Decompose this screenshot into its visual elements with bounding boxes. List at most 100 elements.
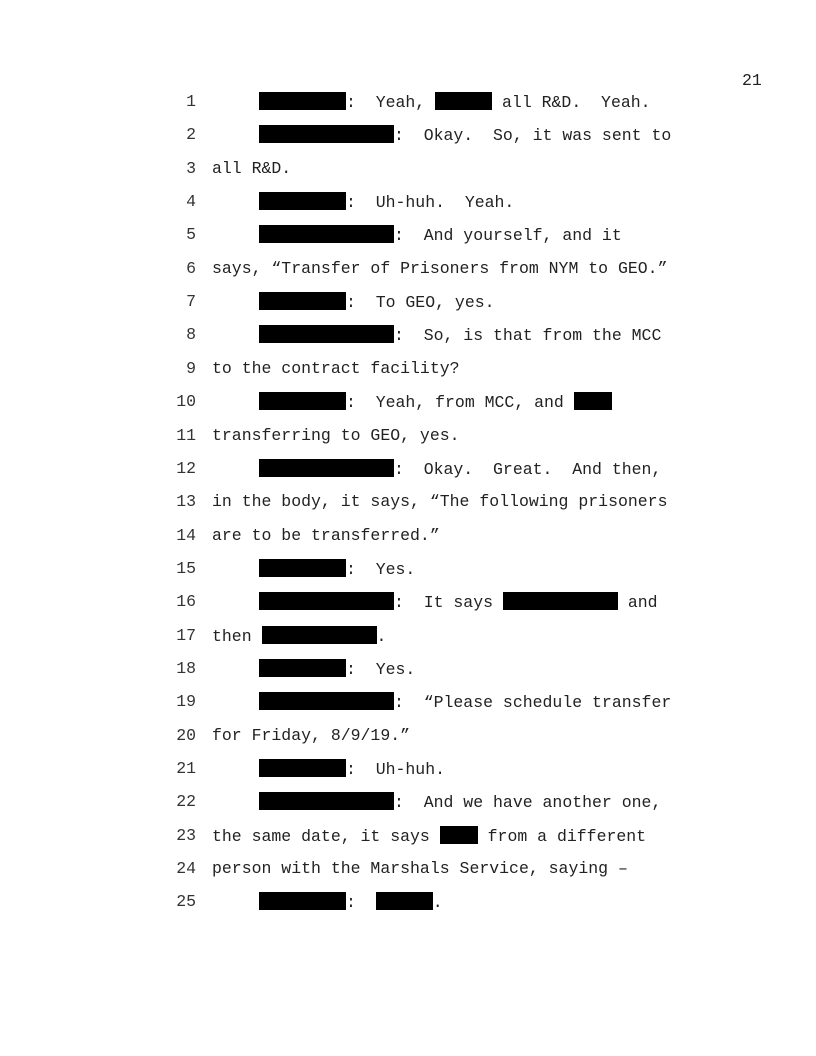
line-text: person with the Marshals Service, saying… bbox=[212, 859, 628, 879]
redaction-box bbox=[259, 192, 346, 211]
transcript-line: : And yourself, and it bbox=[259, 225, 622, 245]
line-text: : Uh-huh. bbox=[346, 760, 446, 779]
redaction-box bbox=[573, 392, 612, 411]
transcript-line: : And we have another one, bbox=[259, 792, 661, 812]
line-number: 12 bbox=[176, 458, 196, 478]
transcript-line: : So, is that from the MCC bbox=[259, 325, 661, 345]
line-text: . bbox=[376, 626, 387, 646]
redaction-box bbox=[502, 592, 618, 611]
redaction-box bbox=[259, 558, 346, 577]
line-text: to the contract facility? bbox=[212, 358, 460, 378]
line-number: 7 bbox=[186, 292, 196, 312]
line-text: : Uh-huh. Yeah. bbox=[346, 193, 515, 213]
line-number: 9 bbox=[186, 358, 196, 378]
transcript-line: : Uh-huh. Yeah. bbox=[259, 192, 514, 212]
line-text: transferring to GEO, yes. bbox=[212, 425, 460, 445]
line-text: : Okay. Great. And then, bbox=[394, 459, 662, 479]
transcript-line: transferring to GEO, yes. bbox=[212, 426, 460, 445]
redaction-box bbox=[259, 592, 394, 611]
line-number: 3 bbox=[186, 158, 196, 178]
redaction-box bbox=[259, 658, 346, 677]
line-text: : And we have another one, bbox=[394, 793, 662, 813]
redaction-box bbox=[435, 92, 493, 110]
line-text: : Okay. So, it was sent to bbox=[394, 126, 672, 146]
line-text: : bbox=[346, 893, 376, 913]
line-text: in the body, it says, “The following pri… bbox=[212, 492, 668, 512]
line-number: 20 bbox=[176, 725, 196, 745]
line-number: 10 bbox=[176, 392, 196, 412]
line-number: 15 bbox=[176, 558, 196, 578]
line-text: : To GEO, yes. bbox=[346, 293, 495, 313]
line-text: are to be transferred.” bbox=[212, 525, 440, 545]
line-text: the same date, it says bbox=[212, 826, 440, 846]
redaction-box bbox=[259, 125, 394, 144]
redaction-box bbox=[259, 692, 394, 711]
line-number: 23 bbox=[176, 825, 196, 845]
line-number: 18 bbox=[176, 658, 196, 678]
transcript-line: : Yes. bbox=[259, 658, 416, 679]
line-text: . bbox=[432, 893, 443, 913]
line-number: 13 bbox=[176, 492, 196, 512]
redaction-box bbox=[375, 892, 433, 911]
line-number: 17 bbox=[176, 625, 196, 645]
line-text: : “Please schedule transfer bbox=[394, 693, 672, 713]
line-text: for Friday, 8/9/19.” bbox=[212, 725, 411, 745]
transcript-line: then . bbox=[212, 625, 387, 646]
line-text: : Yeah, from MCC, and bbox=[346, 393, 574, 413]
line-text: : It says bbox=[394, 593, 503, 613]
redaction-box bbox=[259, 792, 394, 811]
redaction-box bbox=[259, 225, 394, 244]
redaction-box bbox=[439, 825, 478, 844]
redaction-box bbox=[259, 92, 346, 110]
line-text: from a different bbox=[477, 826, 647, 846]
transcript-line: are to be transferred.” bbox=[212, 526, 440, 545]
redaction-box bbox=[259, 892, 346, 911]
line-text: : So, is that from the MCC bbox=[394, 326, 662, 346]
transcript-line: the same date, it says from a different bbox=[212, 825, 647, 846]
line-text: : Yes. bbox=[346, 559, 416, 579]
redaction-box bbox=[259, 458, 394, 477]
line-number: 22 bbox=[176, 792, 196, 812]
transcript-line: : Okay. Great. And then, bbox=[259, 458, 662, 479]
transcript-line: in the body, it says, “The following pri… bbox=[212, 492, 667, 511]
line-number: 6 bbox=[186, 258, 196, 278]
redaction-box bbox=[259, 759, 346, 777]
transcript-line: for Friday, 8/9/19.” bbox=[212, 726, 410, 745]
transcript-line: says, “Transfer of Prisoners from NYM to… bbox=[212, 259, 667, 278]
page-number: 21 bbox=[742, 71, 762, 90]
redaction-box bbox=[259, 325, 394, 344]
line-text: then bbox=[212, 626, 262, 646]
line-number: 11 bbox=[176, 425, 196, 445]
line-number: 5 bbox=[186, 225, 196, 245]
transcript-line: : Okay. So, it was sent to bbox=[259, 125, 671, 145]
line-text: and bbox=[617, 593, 658, 613]
line-text: : Yeah, bbox=[346, 93, 436, 112]
line-text: all R&D. bbox=[212, 158, 292, 178]
line-number: 4 bbox=[186, 192, 196, 212]
redaction-box bbox=[259, 292, 346, 311]
line-number: 16 bbox=[176, 592, 196, 612]
line-text: : And yourself, and it bbox=[394, 226, 622, 246]
line-number: 24 bbox=[176, 859, 196, 879]
line-text: all R&D. Yeah. bbox=[492, 93, 651, 112]
line-number: 14 bbox=[176, 525, 196, 545]
line-number: 1 bbox=[186, 92, 196, 111]
transcript-line: : . bbox=[259, 892, 443, 912]
line-number: 8 bbox=[186, 325, 196, 345]
transcript-line: : Yes. bbox=[259, 558, 416, 579]
transcript-line: person with the Marshals Service, saying… bbox=[212, 859, 628, 878]
transcript-line: all R&D. bbox=[212, 159, 291, 178]
transcript-line: : Uh-huh. bbox=[259, 759, 445, 779]
transcript-line: to the contract facility? bbox=[212, 359, 460, 378]
line-number: 19 bbox=[176, 692, 196, 712]
transcript-line: : It says and bbox=[259, 592, 658, 612]
transcript-line: : Yeah, all R&D. Yeah. bbox=[259, 92, 651, 112]
transcript-line: : Yeah, from MCC, and bbox=[259, 392, 612, 412]
transcript-line: : “Please schedule transfer bbox=[259, 692, 671, 712]
line-number: 25 bbox=[176, 892, 196, 912]
redaction-box bbox=[261, 625, 377, 644]
line-text: : Yes. bbox=[346, 659, 416, 679]
transcript-line: : To GEO, yes. bbox=[259, 292, 495, 312]
line-number: 21 bbox=[176, 759, 196, 778]
redaction-box bbox=[259, 392, 346, 411]
